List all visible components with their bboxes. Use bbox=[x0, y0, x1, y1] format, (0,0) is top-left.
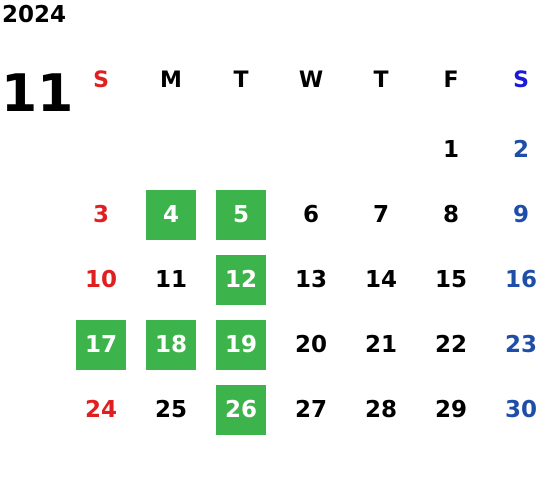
day-cell-22[interactable]: 22 bbox=[434, 332, 467, 358]
weekday-header-saturday: S bbox=[513, 68, 529, 93]
day-cell-25[interactable]: 25 bbox=[154, 397, 187, 423]
weekday-header-sunday: S bbox=[93, 68, 109, 93]
day-cell-12[interactable]: 12 bbox=[216, 255, 266, 305]
day-cell-23[interactable]: 23 bbox=[504, 332, 537, 358]
weekday-header-friday: F bbox=[443, 68, 459, 93]
month-label: 11 bbox=[1, 64, 74, 124]
day-cell-6[interactable]: 6 bbox=[302, 202, 319, 228]
day-cell-8[interactable]: 8 bbox=[442, 202, 459, 228]
day-cell-13[interactable]: 13 bbox=[294, 267, 327, 293]
day-cell-10[interactable]: 10 bbox=[84, 267, 117, 293]
day-cell-18[interactable]: 18 bbox=[146, 320, 196, 370]
day-cell-1[interactable]: 1 bbox=[442, 137, 459, 163]
day-cell-29[interactable]: 29 bbox=[434, 397, 467, 423]
day-cell-15[interactable]: 15 bbox=[434, 267, 467, 293]
day-cell-19[interactable]: 19 bbox=[216, 320, 266, 370]
day-cell-4[interactable]: 4 bbox=[146, 190, 196, 240]
weekday-header-tuesday: T bbox=[233, 68, 249, 93]
day-cell-20[interactable]: 20 bbox=[294, 332, 327, 358]
day-cell-30[interactable]: 30 bbox=[504, 397, 537, 423]
day-cell-11[interactable]: 11 bbox=[154, 267, 187, 293]
day-cell-26[interactable]: 26 bbox=[216, 385, 266, 435]
weekday-header-monday: M bbox=[160, 68, 182, 93]
weekday-header-thursday: T bbox=[373, 68, 389, 93]
year-label: 2024 bbox=[2, 2, 67, 28]
day-cell-28[interactable]: 28 bbox=[364, 397, 397, 423]
day-cell-2[interactable]: 2 bbox=[512, 137, 529, 163]
day-cell-24[interactable]: 24 bbox=[84, 397, 117, 423]
day-cell-7[interactable]: 7 bbox=[372, 202, 389, 228]
day-cell-16[interactable]: 16 bbox=[504, 267, 537, 293]
day-cell-17[interactable]: 17 bbox=[76, 320, 126, 370]
day-cell-27[interactable]: 27 bbox=[294, 397, 327, 423]
day-cell-21[interactable]: 21 bbox=[364, 332, 397, 358]
day-cell-9[interactable]: 9 bbox=[512, 202, 529, 228]
day-cell-5[interactable]: 5 bbox=[216, 190, 266, 240]
weekday-header-wednesday: W bbox=[298, 68, 324, 93]
day-cell-14[interactable]: 14 bbox=[364, 267, 397, 293]
day-cell-3[interactable]: 3 bbox=[92, 202, 109, 228]
